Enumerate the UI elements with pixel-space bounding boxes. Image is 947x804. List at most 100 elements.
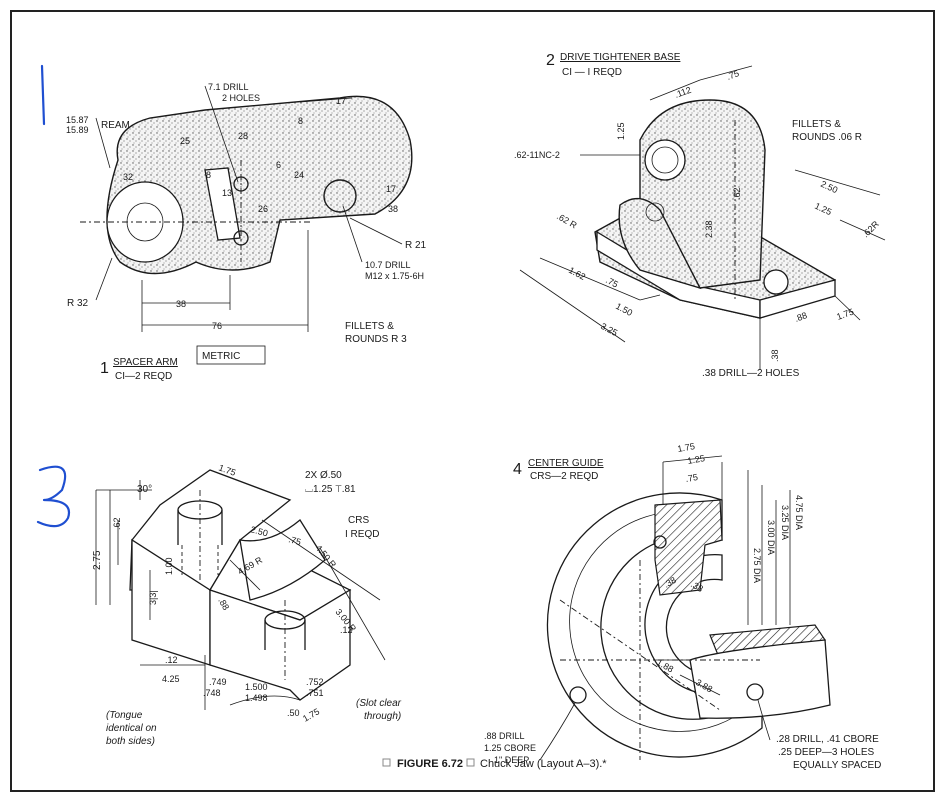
dim-label: 1.75 xyxy=(677,441,696,454)
dim-label: .62 xyxy=(112,517,122,530)
drawing-frame xyxy=(10,10,935,792)
caption-square-icon xyxy=(466,758,475,767)
dim-label: 2 HOLES xyxy=(222,93,260,103)
dim-label: 28 xyxy=(238,131,248,141)
dim-label: .748 xyxy=(203,688,221,698)
note-text: (Tongue xyxy=(106,710,143,721)
drive-tightener-base-drawing xyxy=(519,65,886,370)
part-number: 2 xyxy=(546,52,555,69)
dim-label: M12 x 1.75-6H xyxy=(365,271,424,281)
note-text: I REQD xyxy=(345,529,379,540)
dim-label: .75 xyxy=(604,275,620,290)
chuck-jaw-drawing xyxy=(95,469,386,710)
dim-label: 76 xyxy=(212,321,222,331)
dim-label: .75 xyxy=(685,472,699,484)
note-text: FILLETS & xyxy=(345,321,394,332)
dim-label: 1.500 xyxy=(245,682,268,692)
part-number: 1 xyxy=(100,360,109,377)
dim-label: 30° xyxy=(137,484,152,495)
dim-label: 1.50 xyxy=(614,301,634,318)
dim-label: 3.25 DIA xyxy=(780,505,790,540)
dim-label: .749 xyxy=(209,677,227,687)
dim-label: R 21 xyxy=(405,240,427,251)
dim-label: 1.25 CBORE xyxy=(484,743,536,753)
dim-label: 32 xyxy=(123,172,133,182)
note-text: FILLETS & xyxy=(792,119,841,130)
dim-label: .62 R xyxy=(555,211,579,231)
dim-label: .50 xyxy=(287,708,300,718)
part-title: DRIVE TIGHTENER BASE xyxy=(560,52,681,63)
note-text: identical on xyxy=(106,723,157,734)
dim-label: 1.75 xyxy=(835,306,855,321)
dim-label: .75 xyxy=(725,68,740,82)
annotation-mark-1 xyxy=(40,64,46,126)
dim-label: .75 xyxy=(287,534,302,547)
dim-label: 13 xyxy=(222,188,232,198)
dim-label: 1.75 xyxy=(301,706,321,723)
part-title: CENTER GUIDE xyxy=(528,458,604,469)
dim-label: 38 xyxy=(388,204,398,214)
dim-label: 3.25 xyxy=(599,321,619,338)
dim-label: 2.50 xyxy=(249,524,269,538)
figure-caption: FIGURE 6.72 Chuck Jaw (Layout A–3).* xyxy=(382,758,607,770)
dim-label: .88 xyxy=(793,310,808,324)
part-qty: CI—2 REQD xyxy=(115,371,172,382)
caption-text: Chuck Jaw (Layout A–3).* xyxy=(480,758,607,770)
dim-label: R 32 xyxy=(67,298,89,309)
note-text: .28 DRILL, .41 CBORE xyxy=(776,734,879,745)
note-text: through) xyxy=(364,711,401,722)
dim-label: 17 xyxy=(386,184,396,194)
dim-label: 2.75 xyxy=(92,550,103,570)
dim-label: 1.62 xyxy=(567,265,587,282)
dim-label: 7.1 DRILL xyxy=(208,82,249,92)
spacer-arm-drawing xyxy=(80,85,413,332)
dim-label: .12 xyxy=(165,655,178,665)
note-text: .25 DEEP—3 HOLES xyxy=(778,747,874,758)
part-title: SPACER ARM xyxy=(113,357,178,368)
note-text: CRS xyxy=(348,515,369,526)
dim-label: 8 xyxy=(298,116,303,126)
dim-label: 1.25 xyxy=(687,453,706,466)
dim-label: .88 DRILL xyxy=(484,731,525,741)
dim-label: 26 xyxy=(258,204,268,214)
part-number: 4 xyxy=(513,461,522,478)
dim-label: .38 xyxy=(770,349,780,362)
spacer-arm-labels: 7.1 DRILL 2 HOLES 15.87 15.89 REAM 17 8 … xyxy=(66,82,427,382)
note-text: both sides) xyxy=(106,736,155,747)
dim-label: .62-11NC-2 xyxy=(514,150,560,160)
part-qty: CI — I REQD xyxy=(562,67,622,78)
dim-label: 4.25 xyxy=(162,674,180,684)
units-box: METRIC xyxy=(202,351,240,362)
dim-label: 1.25 xyxy=(616,122,626,140)
dim-label: 10.7 DRILL xyxy=(365,260,411,270)
note-text: (Slot clear xyxy=(356,698,402,709)
dim-label: 3|3| xyxy=(148,590,158,605)
dim-label: 3.00 DIA xyxy=(766,520,776,555)
dim-label: .62 xyxy=(732,187,742,200)
dim-label: 1" DEEP xyxy=(494,755,529,765)
dim-label: 2.75 DIA xyxy=(752,548,762,583)
dim-label: 24 xyxy=(294,170,304,180)
dim-label: 17 xyxy=(336,96,346,106)
dim-label: 25 xyxy=(180,136,190,146)
part-qty: CRS—2 REQD xyxy=(530,471,598,482)
note-text: ROUNDS .06 R xyxy=(792,132,862,143)
dim-label: 15.89 xyxy=(66,125,89,135)
center-guide-drawing xyxy=(539,455,831,761)
dim-label: 2.50 xyxy=(819,179,839,195)
dim-label: 4.75 DIA xyxy=(794,495,804,530)
dim-label: REAM xyxy=(101,120,130,131)
dim-label: 15.87 xyxy=(66,115,89,125)
dim-label: 6 xyxy=(276,160,281,170)
dim-label: .12 xyxy=(340,625,353,635)
dim-label: 1.00 xyxy=(164,557,174,575)
annotation-mark-3 xyxy=(36,465,71,528)
note-text: EQUALLY SPACED xyxy=(793,760,881,771)
dim-label: 1.498 xyxy=(245,693,268,703)
dim-label: ⌴1.25 ⊤.81 xyxy=(305,484,356,495)
dim-label: .38 DRILL—2 HOLES xyxy=(702,368,800,379)
caption-square-icon xyxy=(382,758,391,767)
dim-label: .751 xyxy=(306,688,324,698)
center-guide-labels: 4 CENTER GUIDE CRS—2 REQD 1.75 1.25 .75 … xyxy=(484,441,881,771)
